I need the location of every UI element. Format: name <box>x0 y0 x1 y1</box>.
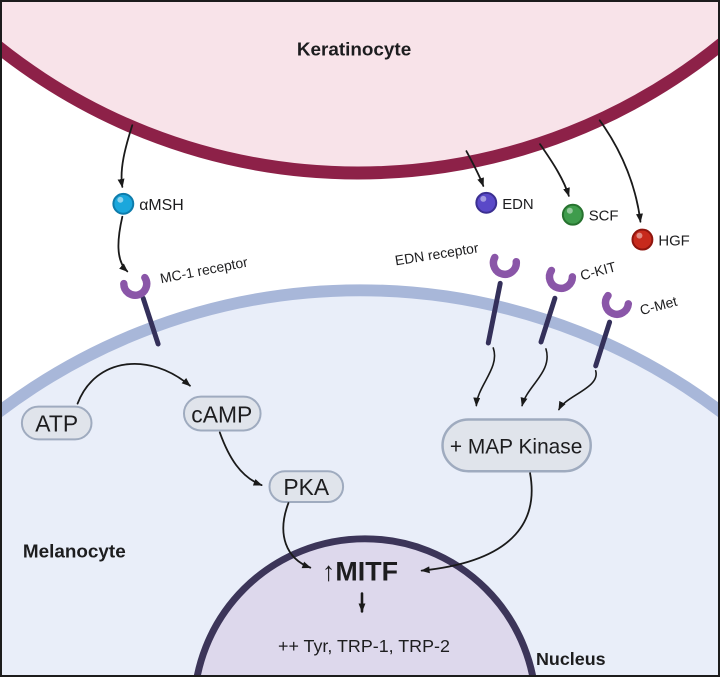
molecule-camp-pill <box>182 395 262 432</box>
mitf-label: ↑MITF <box>322 557 398 587</box>
ligand-hgf-label: HGF <box>658 234 689 250</box>
receptor-ckit-stem <box>538 295 558 345</box>
arrow-keratinocyte-to-amsh <box>117 124 134 188</box>
receptor-cups <box>120 253 633 318</box>
molecule-pka-label: PKA <box>283 474 330 500</box>
ligand-hgf-ball-icon <box>631 228 654 251</box>
receptor-mc1-cup-icon <box>120 273 151 299</box>
arrow-cmet-to-mapk <box>558 370 597 411</box>
arrow-keratinocyte-to-hgf <box>598 119 643 223</box>
arrow-ckit-to-mapk <box>520 348 548 407</box>
mitf-products-label: ++ Tyr, TRP-1, TRP-2 <box>278 636 450 656</box>
ligand-amsh-ball-icon <box>112 192 135 215</box>
arrow-keratinocyte-to-edn <box>465 150 485 187</box>
ligand-edn-highlight <box>480 195 487 202</box>
melanocyte-label: Melanocyte <box>23 542 126 563</box>
receptor-ckit-cup-icon <box>545 266 577 293</box>
ligand-amsh-label: αMSH <box>139 197 184 214</box>
arrow-atp-to-camp <box>76 363 191 405</box>
ligand-scf-highlight <box>566 207 573 214</box>
keratinocyte-label: Keratinocyte <box>297 40 411 61</box>
receptor-edn-stem <box>485 280 503 346</box>
molecule-camp-label: cAMP <box>191 402 252 428</box>
keratinocyte-cell <box>2 2 718 180</box>
receptor-mc1-stem <box>140 295 161 347</box>
receptor-edn-cup-icon <box>489 253 520 279</box>
nucleus-label: Nucleus <box>536 649 606 669</box>
molecule-atp-pill <box>20 405 93 441</box>
arrow-edn-receptor-to-mapk <box>473 347 496 407</box>
ligand-amsh-highlight <box>117 196 124 203</box>
molecule-atp-label: ATP <box>35 410 78 436</box>
receptor-stems <box>140 280 613 369</box>
ligand-edn-ball-icon <box>475 191 498 214</box>
arrow-keratinocyte-to-scf <box>539 143 570 197</box>
ligand-edn-label: EDN <box>502 197 533 213</box>
melanocyte-cell <box>2 284 718 675</box>
arrow-mapk-to-mitf <box>420 472 533 574</box>
molecule-pills <box>20 395 592 504</box>
ligands <box>112 191 654 251</box>
receptor-cmet-cup-icon <box>601 291 633 318</box>
ligand-hgf-highlight <box>636 232 643 239</box>
ligand-scf-label: SCF <box>589 209 619 225</box>
pathway-arrows <box>76 119 643 613</box>
molecule-mapk-pill <box>441 418 592 473</box>
arrow-camp-to-pka <box>218 431 263 487</box>
arrow-amsh-to-mc1-receptor <box>117 215 129 273</box>
receptor-cmet-stem <box>593 319 613 369</box>
ligand-scf-ball-icon <box>561 203 584 226</box>
molecule-mapk-label: + MAP Kinase <box>450 435 582 458</box>
arrow-pka-to-mitf <box>282 502 312 569</box>
molecule-pka-pill <box>268 470 345 504</box>
